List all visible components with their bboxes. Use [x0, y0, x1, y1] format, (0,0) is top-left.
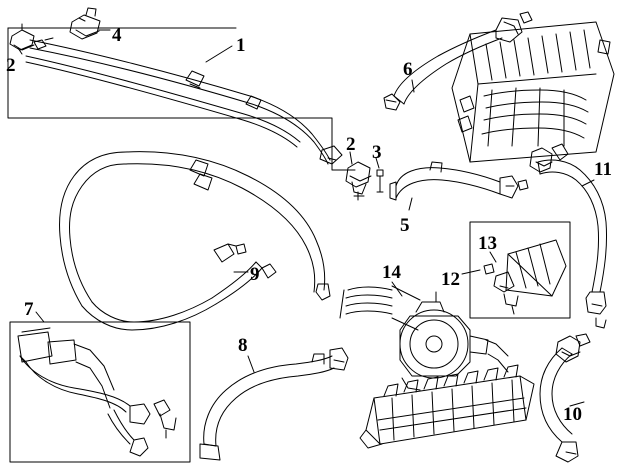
part-group-2-3 — [345, 151, 384, 201]
part-group-1 — [7, 7, 356, 171]
part-group-14 — [339, 281, 509, 391]
part-group-7 — [9, 311, 191, 463]
part-group-cac-module — [451, 21, 615, 163]
callout-7: 7 — [24, 299, 34, 320]
callout-2-center: 2 — [346, 134, 356, 155]
callout-14: 14 — [382, 262, 401, 283]
callout-5: 5 — [400, 215, 410, 236]
callout-11: 11 — [594, 159, 612, 180]
callout-10: 10 — [563, 404, 582, 425]
callout-4: 4 — [112, 25, 122, 46]
part-group-5 — [389, 161, 529, 211]
callout-12: 12 — [441, 269, 460, 290]
callout-9: 9 — [250, 264, 260, 285]
callout-13: 13 — [478, 233, 497, 254]
callout-2-top-left: 2 — [6, 55, 16, 76]
part-group-11 — [529, 143, 608, 329]
callout-3: 3 — [372, 142, 382, 163]
part-group-10 — [539, 333, 591, 463]
part-group-8 — [199, 347, 349, 461]
callout-6: 6 — [403, 59, 413, 80]
part-group-9 — [59, 151, 331, 331]
part-group-6 — [383, 11, 533, 111]
part-group-12-13 — [461, 221, 571, 319]
part-group-core-bottom — [359, 364, 535, 449]
callout-1: 1 — [236, 35, 246, 56]
callout-8: 8 — [238, 335, 248, 356]
